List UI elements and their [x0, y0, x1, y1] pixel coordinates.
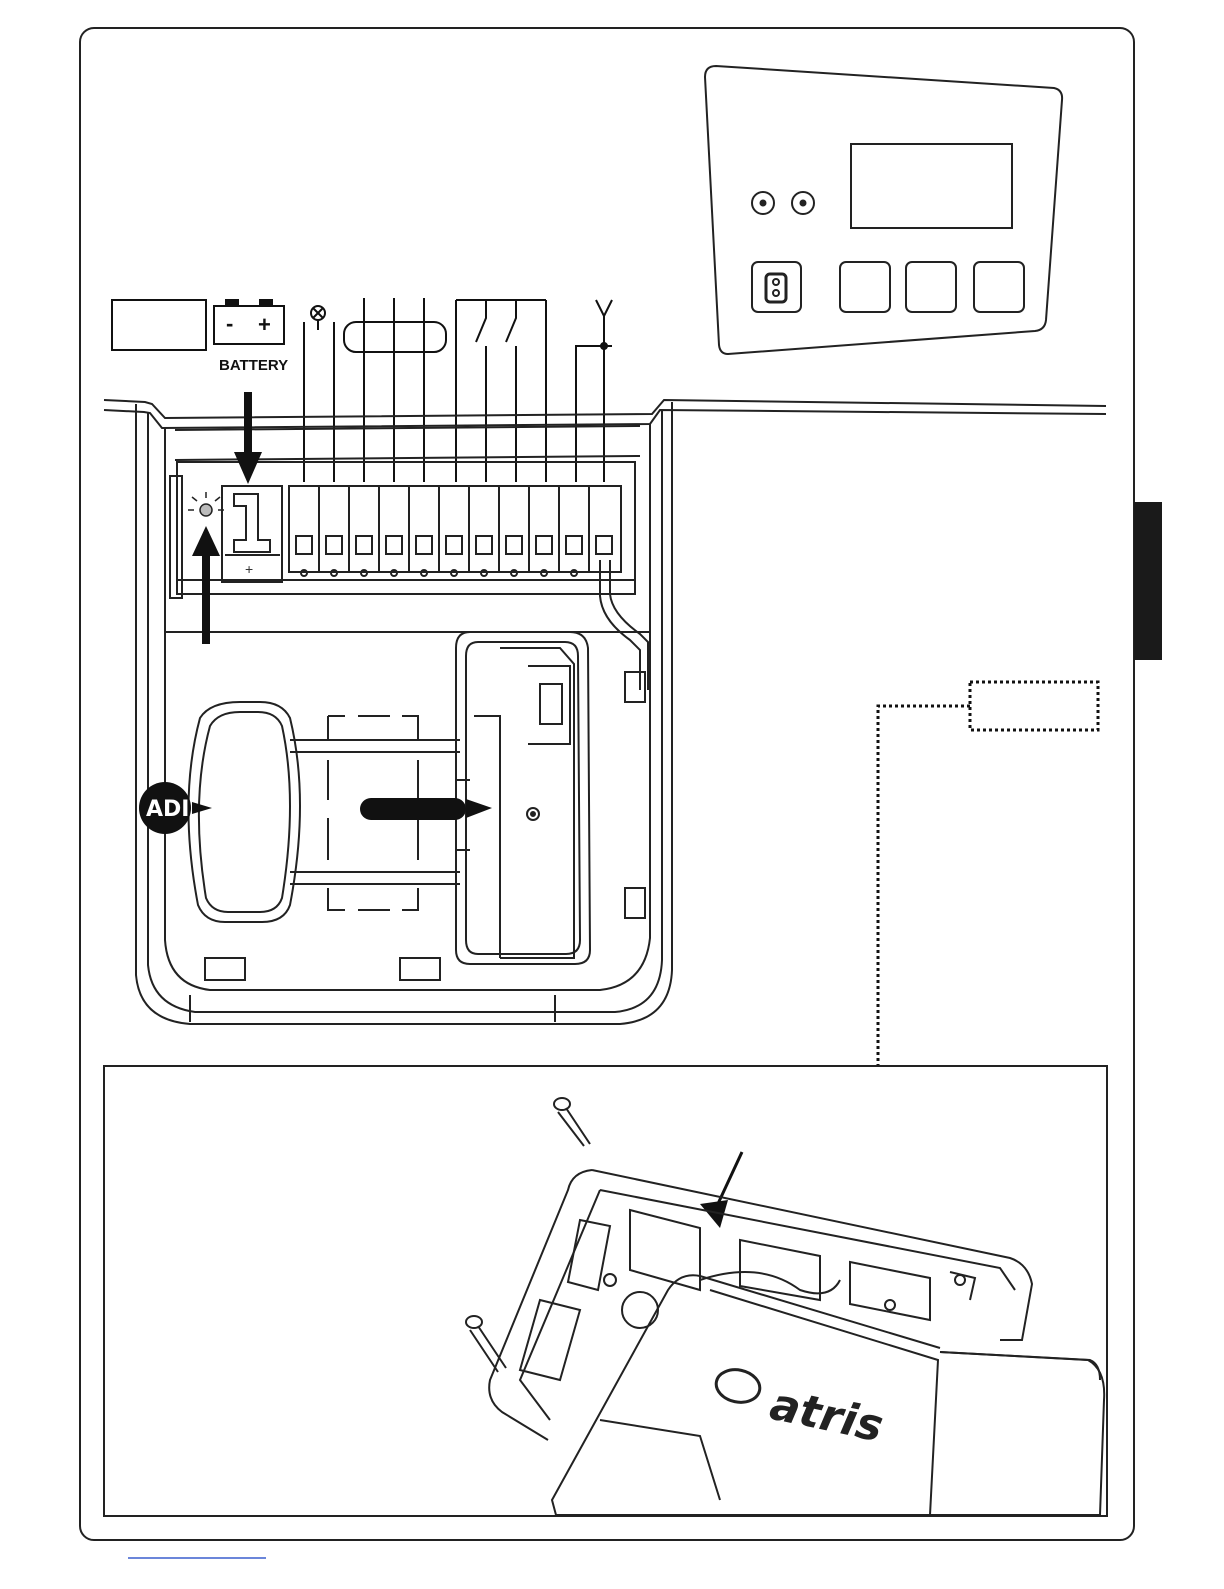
- terminal-1: [289, 486, 319, 572]
- terminal-4: [379, 486, 409, 572]
- battery-label: BATTERY: [219, 357, 288, 374]
- terminal-7: [469, 486, 499, 572]
- adi-badge-text: ADI: [146, 797, 189, 822]
- panel-button-3[interactable]: [974, 262, 1024, 312]
- battery-icon: [214, 306, 284, 344]
- panel-remote-button[interactable]: [752, 262, 801, 312]
- dotted-callout: [878, 682, 1098, 1066]
- adi-badge: ADI: [139, 782, 212, 834]
- terminal-10: [559, 486, 589, 572]
- control-unit-drawing: [489, 1170, 1104, 1515]
- battery-connector-mark: +: [245, 561, 253, 577]
- inset-frame: [104, 1066, 1107, 1516]
- antenna-icon: [596, 300, 612, 345]
- side-tab: [1134, 502, 1162, 660]
- display-screen: [851, 144, 1012, 228]
- terminal-9: [529, 486, 559, 572]
- terminal-5: [409, 486, 439, 572]
- control-panel: [705, 66, 1062, 354]
- mains-box: [112, 300, 206, 350]
- wiring-symbols: [112, 300, 612, 352]
- terminal-8: [499, 486, 529, 572]
- insert-arrow: [360, 798, 492, 820]
- terminal-2: [319, 486, 349, 572]
- terminal-blocks: [289, 486, 621, 576]
- battery-minus: -: [226, 311, 233, 336]
- terminal-11: [589, 486, 621, 572]
- terminal-3: [349, 486, 379, 572]
- panel-button-1[interactable]: [840, 262, 890, 312]
- status-led: [188, 492, 224, 516]
- dotted-label-box: [970, 682, 1098, 730]
- terminal-6: [439, 486, 469, 572]
- terminal-wires: [304, 298, 612, 482]
- screw-left: [466, 1316, 506, 1372]
- brand-swoosh: [713, 1366, 763, 1406]
- brand-logo: atris: [766, 1379, 888, 1453]
- panel-button-2[interactable]: [906, 262, 956, 312]
- screw-top: [554, 1098, 590, 1146]
- expansion-board-slot: [456, 632, 590, 964]
- page-frame: [80, 28, 1134, 1540]
- battery-plus: +: [258, 312, 271, 337]
